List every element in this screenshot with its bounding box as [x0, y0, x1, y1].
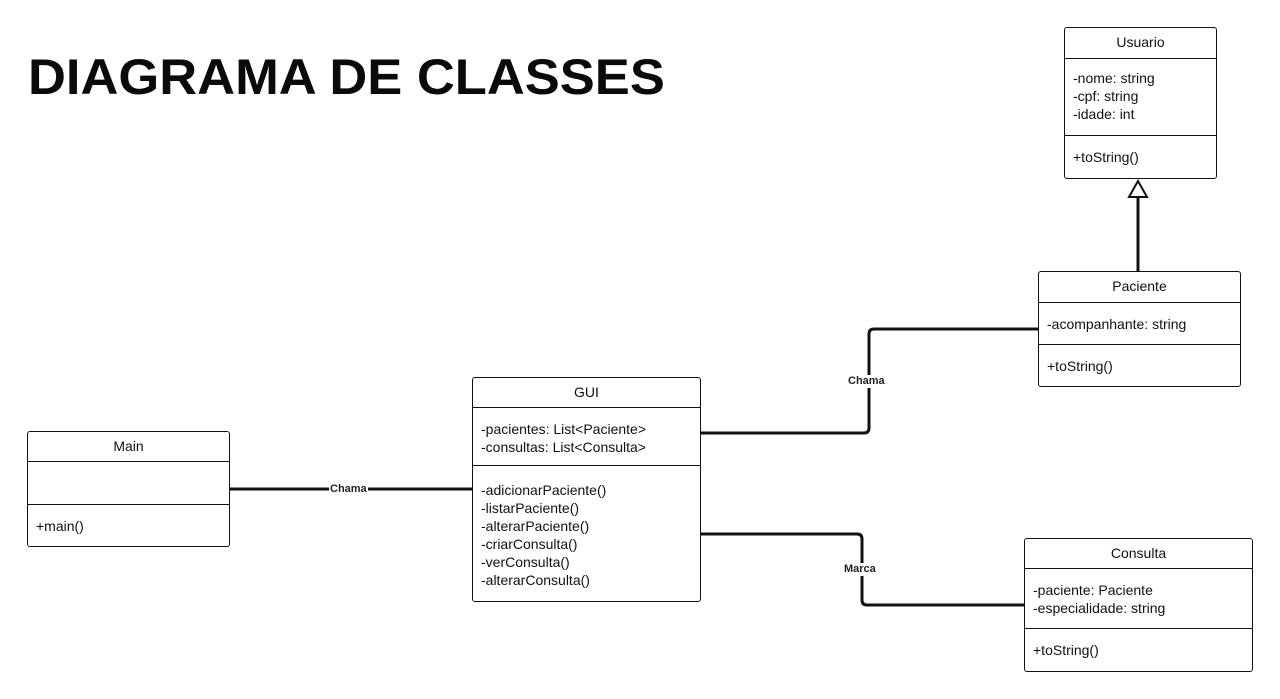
class-consulta[interactable]: Consulta -paciente: Paciente -especialid… — [1024, 538, 1253, 672]
class-gui[interactable]: GUI -pacientes: List<Paciente> -consulta… — [472, 377, 701, 602]
method: -verConsulta() — [481, 554, 570, 570]
attribute: -idade: int — [1073, 106, 1135, 122]
connector-label-main-gui: Chama — [329, 483, 368, 496]
attributes-paciente: -acompanhante: string — [1039, 303, 1240, 345]
connector-label-gui-paciente: Chama — [847, 375, 886, 388]
class-name-paciente: Paciente — [1039, 272, 1240, 303]
class-usuario[interactable]: Usuario -nome: string -cpf: string -idad… — [1064, 27, 1217, 179]
attribute: -acompanhante: string — [1047, 316, 1187, 332]
method: -adicionarPaciente() — [481, 482, 607, 498]
attribute: -cpf: string — [1073, 88, 1139, 104]
method: +toString() — [1073, 149, 1139, 165]
class-name-consulta: Consulta — [1025, 539, 1252, 569]
attribute: -especialidade: string — [1033, 600, 1166, 616]
attributes-consulta: -paciente: Paciente -especialidade: stri… — [1025, 569, 1252, 629]
method: +main() — [36, 518, 84, 534]
attribute: -pacientes: List<Paciente> — [481, 421, 646, 437]
class-name-gui: GUI — [473, 378, 700, 408]
class-main[interactable]: Main +main() — [27, 431, 230, 547]
attribute: -consultas: List<Consulta> — [481, 439, 646, 455]
methods-consulta: +toString() — [1025, 629, 1252, 659]
class-paciente[interactable]: Paciente -acompanhante: string +toString… — [1038, 271, 1241, 387]
attributes-gui: -pacientes: List<Paciente> -consultas: L… — [473, 408, 700, 466]
method: +toString() — [1033, 642, 1099, 658]
method: -criarConsulta() — [481, 536, 578, 552]
methods-paciente: +toString() — [1039, 345, 1240, 375]
methods-usuario: +toString() — [1065, 136, 1216, 166]
methods-gui: -adicionarPaciente() -listarPaciente() -… — [473, 466, 700, 589]
attribute: -paciente: Paciente — [1033, 582, 1153, 598]
generalization-arrowhead — [1127, 178, 1149, 198]
diagram-title: DIAGRAMA DE CLASSES — [28, 49, 665, 105]
method: -listarPaciente() — [481, 500, 580, 516]
method: -alterarConsulta() — [481, 572, 590, 588]
attribute: -nome: string — [1073, 70, 1155, 86]
class-name-usuario: Usuario — [1065, 28, 1216, 59]
connector-label-gui-consulta: Marca — [843, 563, 877, 576]
methods-main: +main() — [28, 505, 229, 535]
method: +toString() — [1047, 358, 1113, 374]
attributes-usuario: -nome: string -cpf: string -idade: int — [1065, 59, 1216, 136]
method: -alterarPaciente() — [481, 518, 590, 534]
attributes-main — [28, 462, 229, 505]
class-name-main: Main — [28, 432, 229, 462]
